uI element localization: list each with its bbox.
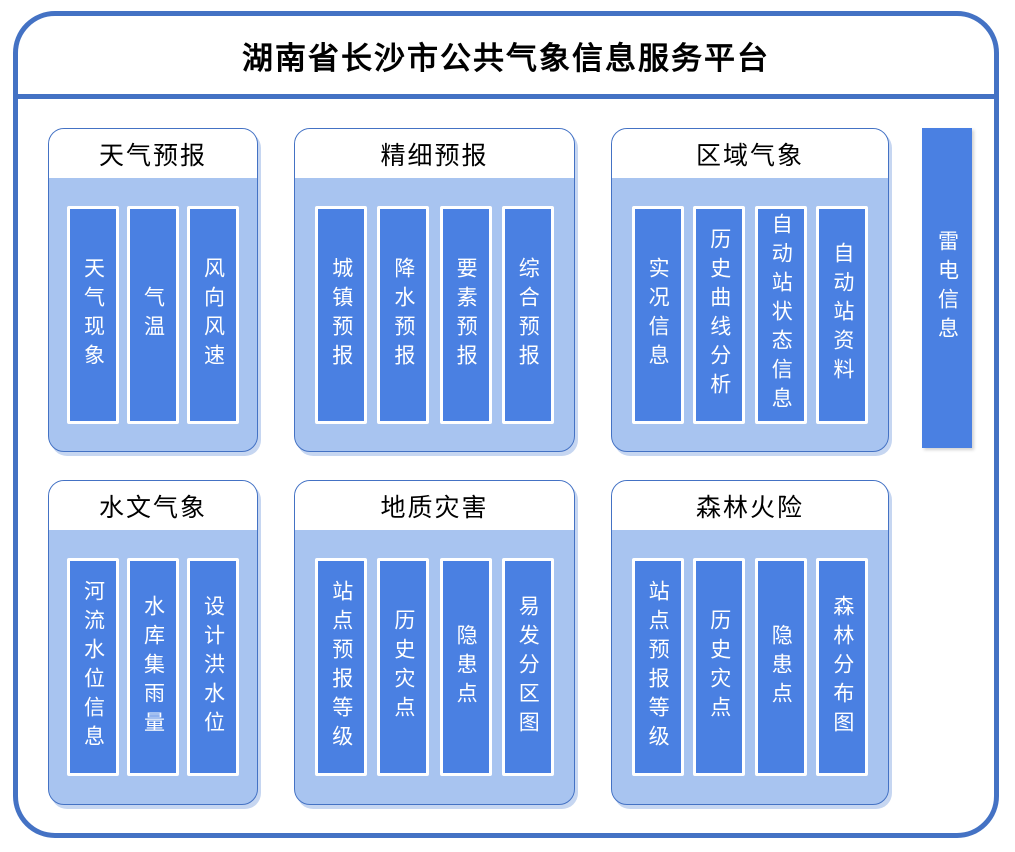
module-bar-label: 综合预报 [516,256,540,373]
module-bar-label: 水库集雨量 [141,594,165,740]
module-bar: 城镇预报 [315,205,368,424]
module-bar-label: 气温 [141,285,165,344]
module-bar: 设计洪水位 [187,558,239,776]
module-bar: 隐患点 [439,558,492,776]
panel-header: 天气预报 [49,129,257,178]
page-title: 湖南省长沙市公共气象信息服务平台 [242,40,770,76]
module-bar-label: 降水预报 [391,256,415,373]
platform-frame: 湖南省长沙市公共气象信息服务平台 天气预报 天气现象 气温 风向风速 精细预报 城镇… [13,11,999,838]
content-area: 天气预报 天气现象 气温 风向风速 精细预报 城镇预报 降水预报 要素预报 综合预报 区域… [18,99,994,805]
panel-header: 水文气象 [49,481,257,530]
module-bar: 水库集雨量 [127,558,179,776]
module-bar: 降水预报 [377,205,430,424]
category-panel-6: 森林火险 站点预报等级 历史灾点 隐患点 森林分布图 [611,480,889,805]
module-bar-label: 站点预报等级 [646,580,670,754]
module-bar-label: 历史灾点 [391,609,415,725]
module-bar-label: 要素预报 [454,256,478,373]
panel-header: 地质灾害 [295,481,574,530]
module-bar: 实况信息 [631,205,684,424]
module-bar: 综合预报 [501,205,554,424]
module-bar: 历史灾点 [377,558,430,776]
module-bar: 易发分区图 [501,558,554,776]
module-bar-label: 自动站资料 [830,242,854,387]
panel-body: 天气现象 气温 风向风速 [49,178,257,451]
module-bar-label: 设计洪水位 [201,594,225,740]
module-bar-label: 隐患点 [769,623,793,711]
category-panel-1: 天气预报 天气现象 气温 风向风速 [48,128,258,452]
module-bar-label: 历史灾点 [707,609,731,725]
category-panel-2: 精细预报 城镇预报 降水预报 要素预报 综合预报 [294,128,575,452]
module-bar: 河流水位信息 [67,558,119,776]
module-bar: 自动站资料 [816,205,869,424]
lightning-info-label: 雷电信息 [935,230,959,346]
module-bar: 天气现象 [67,205,119,424]
category-panel-3: 区域气象 实况信息 历史曲线分析 自动站状态信息 自动站资料 [611,128,889,452]
lightning-info-bar: 雷电信息 [922,128,972,448]
module-bar-label: 实况信息 [646,256,670,373]
module-bar-label: 风向风速 [201,256,225,373]
module-bar-label: 易发分区图 [516,594,540,740]
module-bar-label: 天气现象 [81,256,105,373]
panel-body: 城镇预报 降水预报 要素预报 综合预报 [295,178,574,451]
module-bar-label: 自动站状态信息 [769,213,793,416]
module-bar-label: 城镇预报 [329,256,353,373]
module-bar: 气温 [127,205,179,424]
module-bar-label: 历史曲线分析 [707,227,731,402]
module-bar-label: 站点预报等级 [329,580,353,754]
module-bar: 历史曲线分析 [693,205,746,424]
module-bar: 站点预报等级 [315,558,368,776]
panel-body: 河流水位信息 水库集雨量 设计洪水位 [49,530,257,804]
panel-body: 实况信息 历史曲线分析 自动站状态信息 自动站资料 [612,178,888,451]
module-bar: 森林分布图 [816,558,869,776]
module-bar: 站点预报等级 [631,558,684,776]
module-bar-label: 森林分布图 [830,594,854,740]
title-divider [18,94,994,99]
panel-body: 站点预报等级 历史灾点 隐患点 易发分区图 [295,530,574,804]
title-row: 湖南省长沙市公共气象信息服务平台 [18,16,994,94]
category-panel-4: 水文气象 河流水位信息 水库集雨量 设计洪水位 [48,480,258,805]
module-bar: 历史灾点 [693,558,746,776]
panel-grid: 天气预报 天气现象 气温 风向风速 精细预报 城镇预报 降水预报 要素预报 综合预报 区域… [48,128,889,805]
module-bar-label: 河流水位信息 [81,580,105,754]
module-bar: 风向风速 [187,205,239,424]
panel-header: 森林火险 [612,481,888,530]
module-bar: 自动站状态信息 [754,205,807,424]
module-bar: 要素预报 [439,205,492,424]
panel-header: 区域气象 [612,129,888,178]
module-bar-label: 隐患点 [454,623,478,711]
module-bar: 隐患点 [754,558,807,776]
panel-header: 精细预报 [295,129,574,178]
panel-body: 站点预报等级 历史灾点 隐患点 森林分布图 [612,530,888,804]
category-panel-5: 地质灾害 站点预报等级 历史灾点 隐患点 易发分区图 [294,480,575,805]
